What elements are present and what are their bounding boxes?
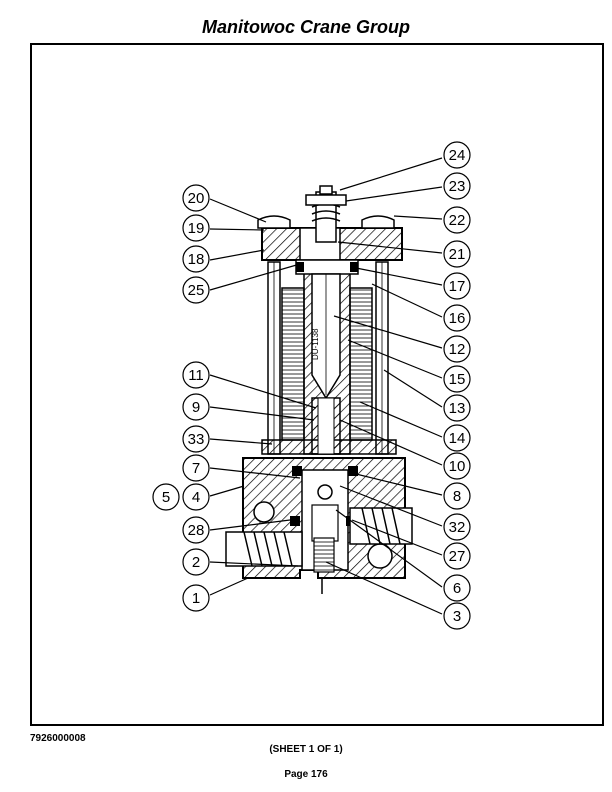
left-cap-screw — [257, 215, 291, 229]
callout-25: 25 — [182, 263, 301, 304]
callout-16: 16 — [371, 283, 471, 332]
callout-11: 11 — [182, 361, 317, 409]
document-number: 7926000008 — [30, 733, 86, 744]
svg-text:3: 3 — [453, 608, 461, 625]
callout-13: 13 — [383, 369, 471, 422]
svg-text:15: 15 — [449, 371, 466, 388]
callout-22: 22 — [393, 206, 471, 234]
svg-text:14: 14 — [449, 430, 466, 447]
svg-text:5: 5 — [162, 489, 170, 506]
callout-18: 18 — [182, 245, 265, 273]
callout-9: 9 — [182, 393, 315, 421]
page-header-title: Manitowoc Crane Group — [201, 17, 410, 37]
svg-text:19: 19 — [188, 220, 205, 237]
svg-text:18: 18 — [188, 251, 205, 268]
svg-text:17: 17 — [449, 278, 466, 295]
callout-2: 2 — [182, 548, 299, 576]
callout-24: 24 — [339, 141, 471, 191]
svg-text:7: 7 — [192, 460, 200, 477]
svg-text:12: 12 — [449, 341, 466, 358]
svg-text:13: 13 — [449, 400, 466, 417]
svg-text:25: 25 — [188, 282, 205, 299]
engraved-part-number: DU-1138 — [311, 328, 320, 360]
callout-1: 1 — [182, 577, 249, 612]
callout-17: 17 — [355, 267, 471, 300]
callout-33: 33 — [182, 425, 273, 453]
adjusting-stem — [305, 185, 347, 243]
svg-text:28: 28 — [188, 522, 205, 539]
right-port — [349, 507, 413, 545]
plunger-assembly — [295, 259, 359, 455]
callout-21: 21 — [337, 240, 471, 268]
callout-8: 8 — [355, 473, 471, 510]
callout-3: 3 — [325, 561, 471, 630]
right-cap-screw — [361, 215, 395, 229]
callout-5: 5 — [152, 483, 180, 511]
svg-text:16: 16 — [449, 310, 466, 327]
callout-10: 10 — [339, 419, 471, 480]
callout-23: 23 — [345, 172, 471, 202]
callout-4: 4 — [182, 483, 245, 511]
svg-text:10: 10 — [449, 458, 466, 475]
svg-text:1: 1 — [192, 590, 200, 607]
left-port — [225, 531, 303, 567]
svg-text:6: 6 — [453, 580, 461, 597]
svg-text:11: 11 — [188, 367, 204, 384]
svg-text:2: 2 — [192, 554, 200, 571]
drawing-frame — [30, 43, 604, 726]
callout-7: 7 — [182, 454, 301, 482]
page-number: Page 176 — [284, 769, 328, 780]
svg-text:23: 23 — [449, 178, 466, 195]
svg-text:33: 33 — [188, 431, 205, 448]
svg-text:21: 21 — [449, 246, 466, 263]
callout-27: 27 — [351, 519, 471, 570]
callout-20: 20 — [182, 184, 267, 223]
svg-text:22: 22 — [449, 212, 466, 229]
svg-text:27: 27 — [449, 548, 466, 565]
svg-text:24: 24 — [449, 147, 466, 164]
callout-32: 32 — [339, 485, 471, 541]
sheet-indicator: (SHEET 1 OF 1) — [269, 744, 343, 755]
callout-6: 6 — [335, 509, 471, 602]
callout-14: 14 — [359, 401, 471, 452]
svg-text:20: 20 — [188, 190, 205, 207]
svg-text:32: 32 — [449, 519, 466, 536]
callout-19: 19 — [182, 214, 265, 242]
svg-text:4: 4 — [192, 489, 200, 506]
svg-text:8: 8 — [453, 488, 461, 505]
callout-15: 15 — [347, 339, 471, 393]
svg-text:9: 9 — [192, 399, 200, 416]
callout-12: 12 — [333, 315, 471, 363]
callout-28: 28 — [182, 516, 291, 544]
